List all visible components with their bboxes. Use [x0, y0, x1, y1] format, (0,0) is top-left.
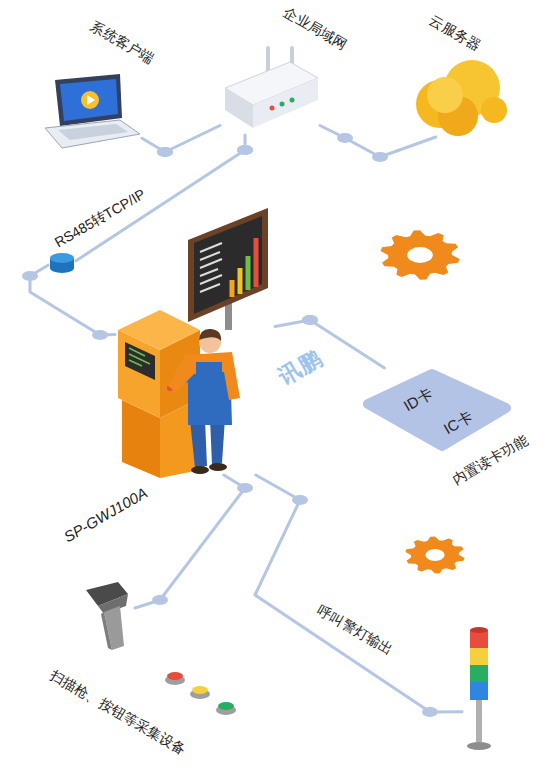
connector — [142, 126, 220, 153]
connector-dot — [302, 315, 318, 325]
connector-dot — [152, 595, 168, 605]
monitor-board — [188, 208, 268, 330]
gear-icon — [405, 536, 464, 573]
scanner-device: 扫描枪、按钮等采集设备 — [80, 578, 135, 653]
connector-dot — [92, 330, 108, 340]
converter-icon — [50, 253, 74, 273]
connector-dot — [422, 707, 438, 717]
connector-dot — [337, 133, 353, 143]
scanner-icon — [86, 582, 128, 650]
connector — [76, 135, 245, 261]
node-label: 呼叫警灯输出 — [314, 602, 395, 659]
lan-router: 企业局域网 — [220, 40, 320, 135]
alarm-light: 呼叫警灯输出 — [462, 622, 496, 752]
node-label: 云服务器 — [427, 12, 484, 55]
terminal-kiosk — [118, 310, 200, 478]
connector-dot — [372, 152, 388, 162]
connector-dot — [237, 145, 253, 155]
signal-tower — [467, 627, 491, 750]
connector-dot — [157, 147, 173, 157]
connector-dot — [157, 147, 173, 157]
node-label: RS485转TCP/IP — [52, 185, 149, 251]
push-buttons — [165, 672, 236, 715]
node-label: SP-GWJ100A — [60, 484, 150, 546]
terminal-kiosk: SP-GWJ100A — [115, 205, 275, 475]
laptop-icon — [45, 74, 140, 148]
worker-figure — [168, 329, 240, 474]
connector-dot — [302, 315, 318, 325]
node-label: 系统客户端 — [87, 17, 156, 67]
client-laptop: 系统客户端 — [42, 72, 142, 150]
router-icon — [225, 48, 318, 128]
gear-icon — [381, 230, 460, 280]
connector-dot — [237, 145, 253, 155]
connector-dot — [292, 495, 308, 505]
watermark: 讯鹏 — [273, 344, 326, 392]
panel-outline — [362, 368, 512, 454]
connector — [135, 475, 245, 608]
card-reader-panel: ID卡IC卡内置读卡功能 — [362, 368, 512, 454]
cloud-server: 云服务器 — [412, 55, 507, 137]
connector — [30, 265, 115, 335]
connector-dot — [22, 271, 38, 281]
cloud-icon — [416, 60, 507, 136]
connector — [255, 475, 462, 712]
node-label: 企业局域网 — [280, 3, 349, 53]
connector-dot — [237, 483, 253, 493]
rs485-converter: RS485转TCP/IP — [48, 252, 76, 274]
